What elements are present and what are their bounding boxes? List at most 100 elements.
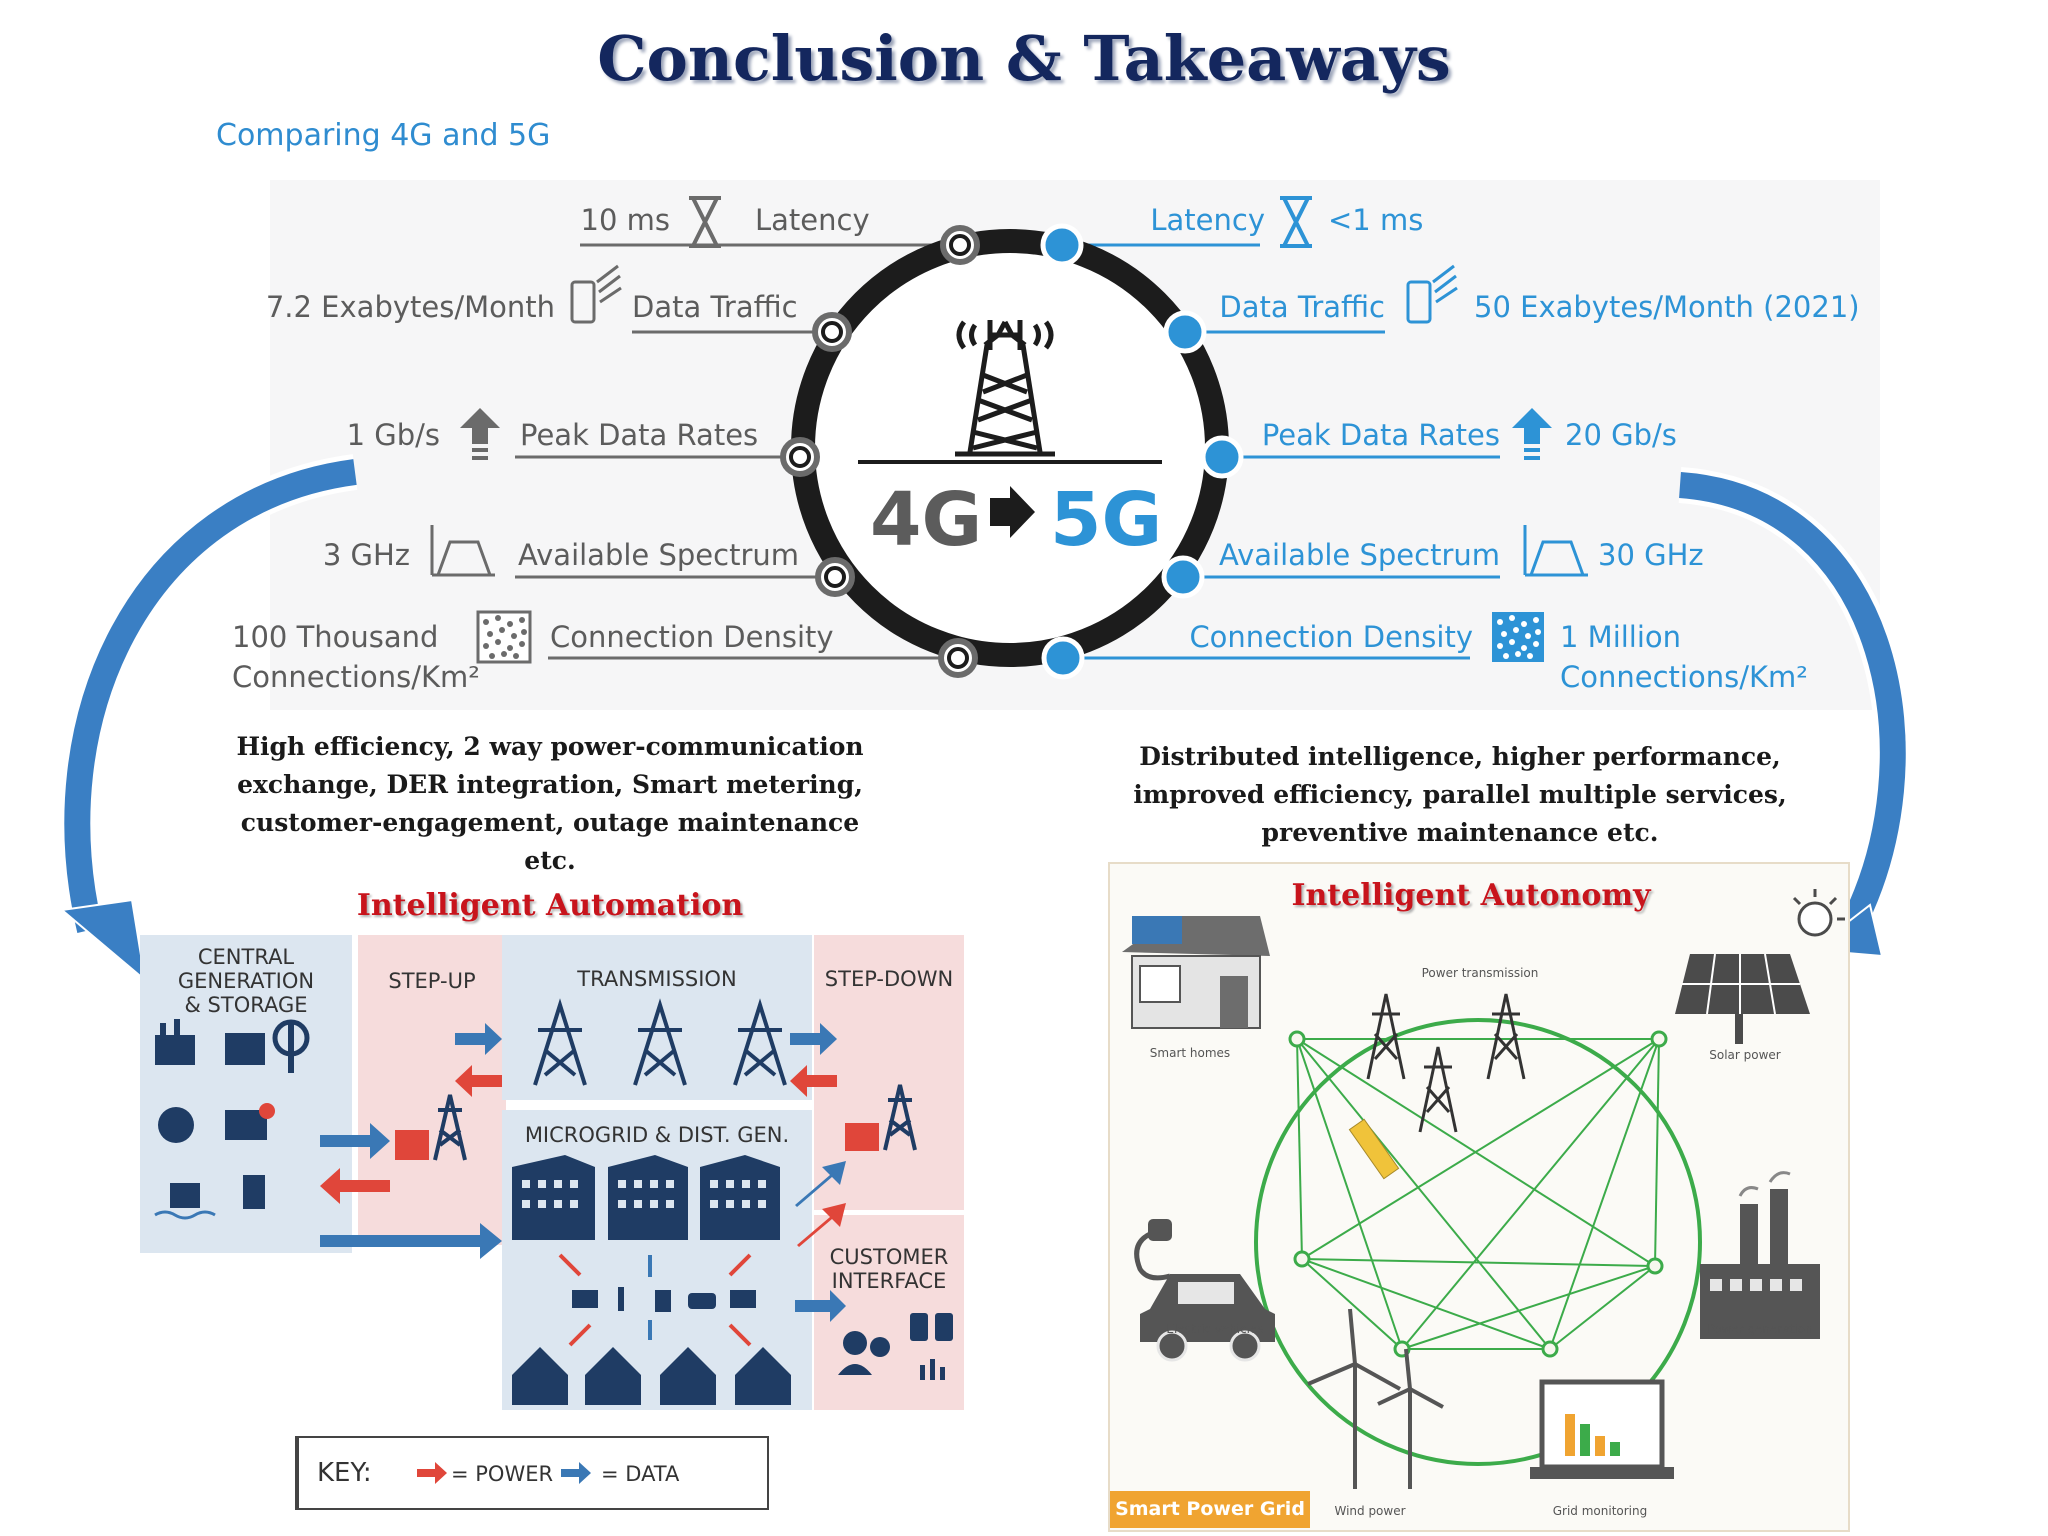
automation-diagram: CENTRAL GENERATION & STORAGE STEP-UP TRA… (140, 935, 965, 1410)
electric-vehicle-icon (1134, 1219, 1275, 1362)
center-5g-text: 5G (1050, 477, 1162, 563)
power-transmission-towers-icon (1366, 993, 1526, 1133)
peak-4g-label: Peak Data Rates (520, 418, 759, 452)
autonomy-title: Intelligent Autonomy (1291, 878, 1651, 913)
customer-interface-label: CUSTOMER INTERFACE (829, 1245, 949, 1293)
key-power-label: = POWER (451, 1462, 554, 1486)
spectrum-4g-value: 3 GHz (322, 538, 410, 572)
arrow-right-icon (990, 486, 1035, 538)
density-5g-value-line1: 1 Million (1560, 620, 1682, 654)
microgrid-building-icons (512, 1155, 780, 1240)
right-description: Distributed intelligence, higher perform… (1133, 742, 1787, 847)
phone-4g-icon (570, 264, 622, 324)
density-4g-icon (476, 610, 532, 664)
power-generation-label: Power generation (1707, 1322, 1813, 1336)
microgrid-devices-icons (572, 1287, 756, 1312)
transmission-tower-icons (533, 998, 787, 1086)
peak-5g-label: Peak Data Rates (1261, 418, 1500, 452)
center-4g-text: 4G (870, 477, 982, 563)
grid-nodes (1288, 1030, 1668, 1358)
smart-grid-diagram: Intelligent Autonomy (1108, 862, 1850, 1532)
step-down-tower-icon (883, 1084, 917, 1151)
solar-power-icon (1675, 889, 1845, 1044)
grid-network-lines (1296, 1038, 1660, 1350)
curved-arrow-left (59, 454, 358, 983)
wind-power-label: Wind power (1334, 1504, 1406, 1518)
wind-power-icon (1307, 1308, 1444, 1489)
smart-power-grid-badge: Smart Power Grid (1110, 1491, 1310, 1528)
grid-ring (1254, 1018, 1702, 1466)
density-5g-value-line2: Connections/Km² (1560, 660, 1808, 694)
arrow-up-4g-icon (460, 408, 500, 460)
transmission-label: TRANSMISSION (577, 967, 737, 991)
traffic-5g-label: Data Traffic (1219, 290, 1385, 324)
automation-icons (154, 998, 953, 1405)
traffic-4g-value: 7.2 Exabytes/Month (265, 290, 555, 324)
step-up-tower-icon (433, 1094, 467, 1161)
latency-5g-node (1040, 223, 1084, 267)
step-down-transformer-icon (845, 1123, 879, 1151)
comparison-heading: Comparing 4G and 5G (216, 118, 551, 153)
latency-5g-value: <1 ms (1328, 203, 1424, 237)
latency-4g-value: 10 ms (580, 203, 670, 237)
power-transmission-label: Power transmission (1421, 966, 1539, 980)
factory-icon (155, 1035, 195, 1065)
smart-homes-label: Smart homes (1149, 1046, 1231, 1060)
peak-5g-value: 20 Gb/s (1565, 418, 1677, 452)
step-down-label: STEP-DOWN (824, 967, 954, 991)
nuclear-icon (158, 1107, 194, 1143)
key-data-label: = DATA (601, 1462, 680, 1486)
customer-icons (838, 1313, 953, 1380)
density-5g-icon (1492, 612, 1544, 662)
left-description: High efficiency, 2 way power-communicati… (236, 732, 864, 875)
density-5g-node (1041, 636, 1085, 680)
smart-grid-graphic (1122, 889, 1845, 1489)
arrow-up-5g-icon (1512, 408, 1552, 460)
house-icons (512, 1347, 791, 1405)
density-5g-label: Connection Density (1189, 620, 1473, 654)
peak-5g-node (1200, 435, 1244, 479)
step-up-label: STEP-UP (388, 969, 476, 993)
legend-key: KEY: = POWER = DATA (295, 1436, 769, 1510)
power-generation-icon (1700, 1171, 1820, 1339)
step-up-panel (358, 935, 506, 1245)
battery-icon (243, 1175, 265, 1209)
wind-turbine-icon (288, 1023, 294, 1073)
automation-title: Intelligent Automation (356, 888, 744, 923)
grid-monitoring-label: Grid monitoring (1552, 1504, 1648, 1518)
grid-monitoring-icon (1530, 1379, 1674, 1479)
traffic-4g-label: Data Traffic (632, 290, 798, 324)
traffic-5g-node (1163, 310, 1207, 354)
phone-5g-icon (1406, 264, 1458, 324)
smart-home-icon (1122, 916, 1270, 1029)
power-arrow-icon (417, 1462, 447, 1484)
step-up-transformer-icon (395, 1130, 429, 1160)
central-generation-label: CENTRAL GENERATION & STORAGE (177, 945, 315, 1017)
density-4g-label: Connection Density (550, 620, 834, 654)
grid-sensor-icon (1348, 1118, 1400, 1180)
latency-5g-label: Latency (1150, 203, 1265, 237)
spectrum-5g-icon (1523, 525, 1588, 577)
peak-4g-value: 1 Gb/s (346, 418, 440, 452)
traffic-5g-value: 50 Exabytes/Month (2021) (1474, 290, 1860, 324)
hydro-icon (170, 1183, 200, 1208)
hourglass-5g-icon (1280, 196, 1312, 248)
data-arrow-icon (561, 1462, 591, 1484)
solar-panel-icon (225, 1033, 265, 1065)
spectrum-5g-label: Available Spectrum (1218, 538, 1500, 572)
spectrum-5g-node (1161, 555, 1205, 599)
spectrum-5g-value: 30 GHz (1598, 538, 1704, 572)
density-4g-value-line1: 100 Thousand (232, 620, 439, 654)
spectrum-4g-icon (430, 525, 495, 577)
power-data-arrows (320, 1023, 846, 1347)
density-4g-value-line2: Connections/Km² (232, 660, 480, 694)
latency-4g-label: Latency (755, 203, 870, 237)
page-title: Conclusion & Takeaways (597, 22, 1451, 95)
solar-array-icon (225, 1110, 267, 1140)
microgrid-label: MICROGRID & DIST. GEN. (524, 1123, 790, 1147)
electric-vehicles-label: Electric vehicles (1166, 1322, 1264, 1336)
solar-power-label: Solar power (1709, 1048, 1781, 1062)
spectrum-4g-label: Available Spectrum (518, 538, 800, 572)
key-label: KEY: (317, 1458, 372, 1488)
